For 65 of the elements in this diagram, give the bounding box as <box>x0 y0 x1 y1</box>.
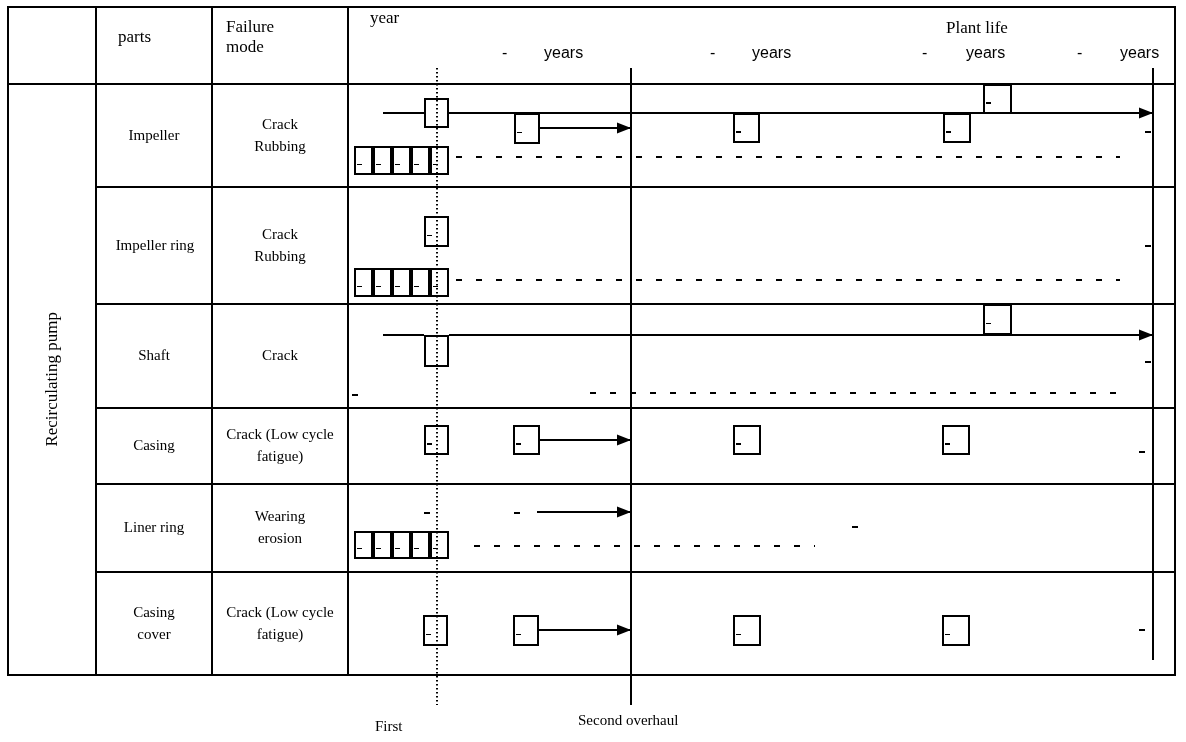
inspection-box <box>392 146 411 175</box>
inspection-box <box>373 146 392 175</box>
overhaul-label: First <box>375 718 403 736</box>
year-label: years <box>752 44 792 63</box>
overhaul-label: Second overhaul <box>578 712 679 730</box>
inspection-box <box>424 216 449 247</box>
inspection-box <box>430 146 449 175</box>
failure-mode: Crack Rubbing <box>253 114 307 156</box>
inspection-box <box>514 113 540 144</box>
column-header: Plant life <box>946 18 1008 38</box>
part-name: Impeller ring <box>115 235 195 255</box>
inspection-box <box>513 615 539 646</box>
inspection-box <box>373 531 392 559</box>
inspection-box <box>373 268 392 297</box>
inspection-box <box>392 268 411 297</box>
arrow <box>448 329 1154 341</box>
inspection-box <box>423 615 448 646</box>
inspection-box <box>424 98 449 128</box>
arrow <box>448 107 1154 119</box>
arrow <box>538 624 632 636</box>
connector-line <box>382 112 425 114</box>
arrow <box>539 434 632 446</box>
inspection-box <box>354 531 373 559</box>
dash-text: - <box>710 44 716 63</box>
dash-text: - <box>1077 44 1083 63</box>
inspection-box <box>513 425 540 455</box>
column-header: parts <box>118 27 152 47</box>
part-name: Impeller <box>128 125 180 145</box>
failure-mode: Crack <box>262 346 298 366</box>
failure-mode: Wearing erosion <box>253 507 307 548</box>
year-label: years <box>966 44 1006 63</box>
year-label: years <box>1120 44 1160 63</box>
failure-mode: Crack Rubbing <box>253 224 307 266</box>
failure-mode: Crack (Low cycle fatigue) <box>225 602 335 644</box>
inspection-box <box>354 146 373 175</box>
inspection-box <box>942 425 970 455</box>
inspection-box <box>392 531 411 559</box>
dash-text: - <box>502 44 508 63</box>
arrow <box>539 122 632 134</box>
part-name: Casing cover <box>132 602 176 644</box>
column-header: Failure mode <box>226 17 276 57</box>
row-group-label: Recirculating pump <box>40 312 62 447</box>
inspection-box <box>983 84 1012 114</box>
part-name: Shaft <box>138 346 170 366</box>
column-header: year <box>370 8 400 28</box>
inspection-box <box>733 425 761 455</box>
part-name: Liner ring <box>123 518 185 538</box>
year-label: years <box>544 44 584 63</box>
inspection-box <box>424 425 449 455</box>
inspection-box <box>411 146 430 175</box>
inspection-box <box>943 113 971 143</box>
inspection-box <box>411 268 430 297</box>
failure-mode: Crack (Low cycle fatigue) <box>225 425 335 466</box>
inspection-box <box>983 304 1012 335</box>
inspection-box <box>430 531 449 559</box>
part-name: Casing <box>133 436 175 456</box>
inspection-box <box>430 268 449 297</box>
inspection-box <box>424 335 449 367</box>
connector-line <box>382 334 425 336</box>
dash-text: - <box>922 44 928 63</box>
inspection-box <box>411 531 430 559</box>
inspection-box <box>354 268 373 297</box>
inspection-box <box>942 615 970 646</box>
inspection-box <box>733 113 760 143</box>
inspection-box <box>733 615 761 646</box>
